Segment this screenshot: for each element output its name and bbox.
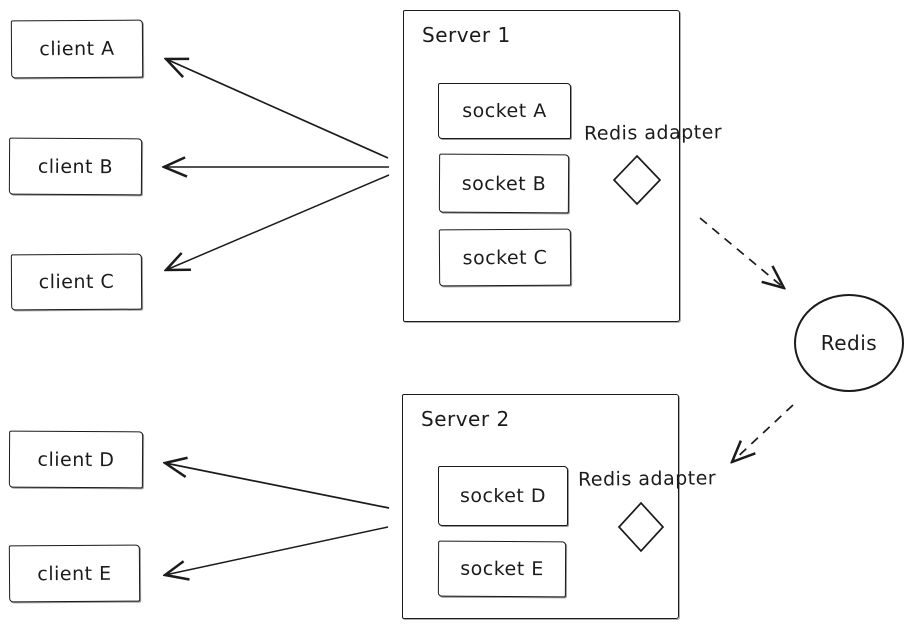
redis-node-circle — [794, 294, 904, 392]
socket-d-label: socket D — [459, 485, 547, 507]
client-c-label: client C — [38, 270, 115, 294]
client-d-label: client D — [37, 448, 115, 471]
client-e-box: client E — [8, 544, 141, 603]
dashed-arrow-redis-to-adapter2 — [732, 404, 794, 462]
socket-a-label: socket A — [462, 100, 547, 122]
server-1-box: Server 1 socket A socket B socket C — [403, 10, 680, 322]
redis-label: Redis — [820, 331, 878, 355]
server-2-label: Server 2 — [421, 407, 510, 431]
socket-e-label: socket E — [460, 557, 544, 581]
arrow-server1-to-client-c — [166, 174, 390, 270]
client-c-box: client C — [10, 253, 143, 311]
socket-d-box: socket D — [438, 466, 568, 526]
server-2-box: Server 2 socket D socket E — [402, 394, 679, 619]
client-e-label: client E — [37, 562, 112, 585]
arrow-server1-to-client-a — [166, 59, 389, 159]
socket-b-label: socket B — [461, 172, 547, 195]
socket-e-box: socket E — [437, 540, 567, 598]
socket-a-box: socket A — [438, 83, 571, 139]
client-d-box: client D — [8, 430, 144, 489]
client-b-label: client B — [37, 155, 114, 178]
arrow-server2-to-client-e — [165, 526, 389, 575]
socket-c-box: socket C — [438, 228, 572, 287]
arrow-server2-to-client-d — [165, 463, 390, 509]
redis-adapter-2-label: Redis adapter — [577, 467, 717, 491]
redis-adapter-1-icon — [612, 154, 662, 206]
redis-adapter-2-icon — [617, 501, 665, 553]
server-1-label: Server 1 — [422, 23, 511, 47]
client-a-label: client A — [39, 37, 115, 61]
socket-c-label: socket C — [462, 246, 548, 269]
redis-adapter-1-label: Redis adapter — [583, 121, 723, 145]
client-b-box: client B — [8, 137, 143, 196]
dashed-arrow-adapter1-to-redis — [699, 217, 784, 288]
client-a-box: client A — [10, 19, 144, 79]
socket-b-box: socket B — [438, 153, 570, 214]
